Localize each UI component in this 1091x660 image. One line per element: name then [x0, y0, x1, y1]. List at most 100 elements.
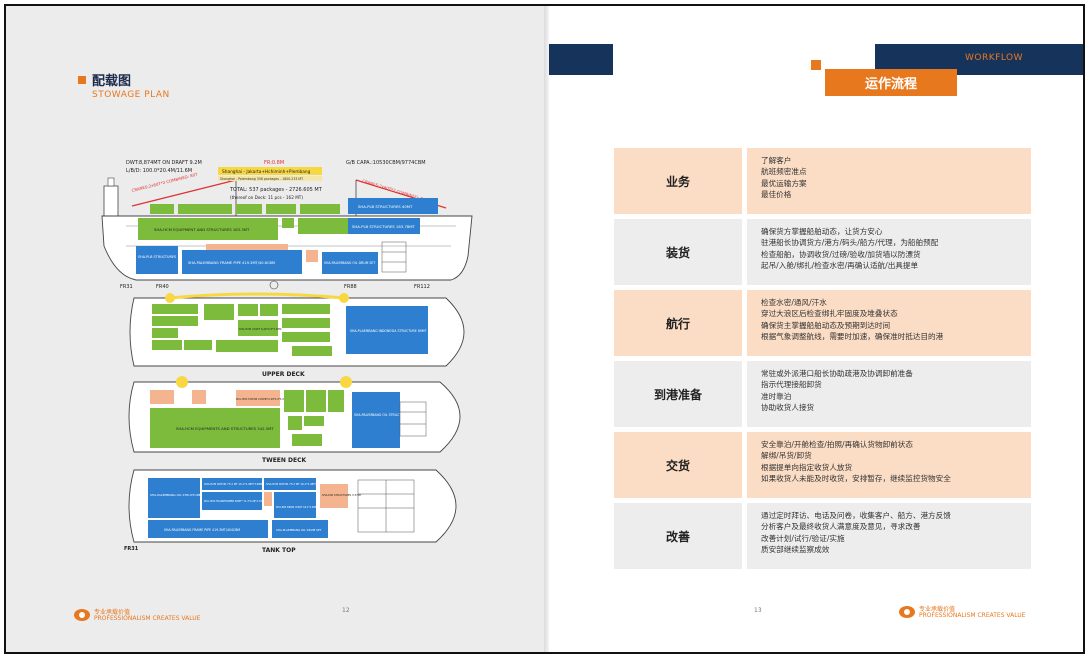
- pdg-hold-label: SHA-PLB STRUCTURES 183.78MT: [352, 224, 415, 229]
- tank-oil-drum-label: SHA-PLAEMBANG OIL DRUM SET: [276, 528, 322, 532]
- stage-name: 业务: [614, 148, 742, 214]
- footer-slogan-en: PROFESSIONALISM CREATES VALUE: [919, 612, 1026, 619]
- company-logo-icon: [74, 609, 90, 621]
- stage-description: 安全靠泊/开舱检查/拍照/再确认货物卸前状态 解绑/吊货/卸货 根据提单向指定收…: [747, 432, 1031, 498]
- stage-line: 根据气象调整航线，需要时加速，确保准时抵达目的港: [761, 332, 944, 342]
- frame-fr112: FR112: [414, 284, 430, 290]
- workflow-table: 业务 了解客户 航班频密准点 最优运输方案 最佳价格 装货 确保货方掌握船舶动态…: [614, 148, 1031, 574]
- crane-label-left: CRANES:2x60T*2 COMBINED: 80T: [131, 172, 199, 193]
- lbd-text: L/B/D: 100.0*20.4M/11.6M: [126, 168, 192, 174]
- ship-profile: CRANES:2x60T*2 COMBINED: 80T CRANES:2x60…: [101, 160, 473, 290]
- upper-deck-plan: SHA-HCM VOWT 6.46*4.8*3.28M SHA-PLAEMBAN…: [129, 292, 465, 378]
- tween-plb-label: SHA-PALEMBANG OIL STRUCTURES 183.5MT: [354, 413, 425, 417]
- stage-line: 检查水密/通风/汗水: [761, 298, 827, 307]
- tank-top-label: TANK TOP: [262, 547, 296, 554]
- header-bar-left: [549, 44, 613, 75]
- page-number-right: 13: [754, 607, 762, 614]
- stowage-title-en: STOWAGE PLAN: [92, 90, 170, 100]
- profile-equip-label: SHA-HCM EQUIPMENT AND STRUCTURES 183.3MT: [154, 227, 250, 232]
- stage-line: 确保货方掌握船舶动态，让货方安心: [761, 227, 883, 236]
- profile-oil-drum-label: SHA-PALEMBANG OIL DRUM SET: [324, 261, 375, 265]
- stage-line: 通过定时拜访、电话及问卷，收集客户、船方、港方反馈: [761, 511, 951, 520]
- stage-description: 确保货方掌握船舶动态，让货方安心 驻港船长协调货方/港方/码头/船方/代理，为船…: [747, 219, 1031, 285]
- tank-rotor2-label: SHA-HCM ROTOR 75.3 MT 16.1*2.485*3.98M: [266, 482, 324, 486]
- footer-slogan-en: PROFESSIONALISM CREATES VALUE: [94, 615, 201, 622]
- stage-line: 质安部继续监察成效: [761, 545, 830, 555]
- stage-line: 穿过大浪区后检查绑扎牢固度及堆叠状态: [761, 309, 898, 319]
- tank-top-plan: SHA-PALEMBANG OIL STRUCTURES 474.5MT SHA…: [124, 469, 457, 554]
- workflow-row: 交货 安全靠泊/开舱检查/拍照/再确认货物卸前状态 解绑/吊货/卸货 根据提单向…: [614, 432, 1031, 498]
- stage-line: 起吊/入舱/绑扎/检查水密/再确认适航/出具提单: [761, 261, 919, 271]
- workflow-row: 业务 了解客户 航班频密准点 最优运输方案 最佳价格: [614, 148, 1031, 214]
- stage-name: 到港准备: [614, 361, 742, 427]
- capa-text: G/B CAPA.:10530CBM/9774CBM: [346, 160, 426, 166]
- tank-right-struct-label: SHA-PLB STRUCTURES 3.37MT: [322, 493, 362, 497]
- tank-transformer-label: SHA-HCM TRANSFORMER 60MT* 11.3*4.28*4.79…: [204, 500, 264, 503]
- workflow-label: WORKFLOW: [965, 53, 1023, 63]
- page-number-left: 12: [342, 607, 350, 614]
- tank-fr31: FR31: [124, 546, 139, 552]
- route-sub-text: Shanghai - Palembang 356 packages - 1800…: [220, 177, 303, 181]
- stage-line: 航班频密准点: [761, 167, 807, 177]
- tween-equip-label: SHA-HCM EQUIPMENTS AND STRUCTURES 342.5M…: [176, 426, 274, 431]
- footer-slogan-cn: 专业承载价值: [919, 606, 956, 613]
- frame-fr31: FR31: [120, 284, 133, 290]
- stage-description: 了解客户 航班频密准点 最优运输方案 最佳价格: [747, 148, 1031, 214]
- tween-deck-plan: SHA-HCM EQUIPMENTS AND STRUCTURES 342.5M…: [128, 376, 461, 464]
- tank-drum-vowt-label: SHA-PLB DRUM VOWT 16.1*2.485*3.98M: [276, 506, 325, 509]
- workflow-row: 改善 通过定时拜访、电话及问卷，收集客户、船方、港方反馈 分析客户及最终收货人满…: [614, 503, 1031, 569]
- upper-small-label: SHA-HCM VOWT 6.46*4.8*3.28M: [239, 327, 281, 331]
- stage-name: 交货: [614, 432, 742, 498]
- workflow-row: 装货 确保货方掌握船舶动态，让货方安心 驻港船长协调货方/港方/码头/船方/代理…: [614, 219, 1031, 285]
- tween-deck-label: TWEEN DECK: [262, 457, 307, 464]
- frame-fr88: FR88: [344, 284, 357, 290]
- workflow-row: 航行 检查水密/通风/汗水 穿过大浪区后检查绑扎牢固度及堆叠状态 确保货主掌握船…: [614, 290, 1031, 356]
- stage-name: 航行: [614, 290, 742, 356]
- tween-stator-label: SHA-HCM STATOR COVERT 6.48*4.8*5.98M: [236, 398, 287, 401]
- frame-fr40: FR40: [156, 284, 169, 290]
- stage-description: 检查水密/通风/汗水 穿过大浪区后检查绑扎牢固度及堆叠状态 确保货主掌握船舶动态…: [747, 290, 1031, 356]
- stage-line: 协助收货人接货: [761, 403, 815, 413]
- stage-line: 分析客户及最终收货人满意度及意见，寻求改善: [761, 522, 921, 532]
- stage-line: 确保货主掌握船舶动态及预期到达时间: [761, 320, 891, 330]
- stage-description: 通过定时拜访、电话及问卷，收集客户、船方、港方反馈 分析客户及最终收货人满意度及…: [747, 503, 1031, 569]
- thereof-text: (thereof on Deck: 11 pcs - 162 MT): [230, 195, 303, 200]
- stage-description: 常驻或外派港口船长协助疏港及协调卸前准备 指示代理接船卸货 准时靠泊 协助收货人…: [747, 361, 1031, 427]
- route-text: Shanghai - Jakarta+Hchiminh+Plembang: [222, 169, 311, 175]
- fr-text: FR:0.8M: [264, 160, 284, 166]
- stage-name: 改善: [614, 503, 742, 569]
- document-frame: 配载图 STOWAGE PLAN CRANES:2x60T*2 COMBINED…: [4, 4, 1085, 654]
- profile-frame-pipe-label: SHA-PALEMBANG FRAME PIPE 419.3MT/40.6CBM: [188, 261, 275, 265]
- stage-line: 最优运输方案: [761, 178, 807, 188]
- left-page: 配载图 STOWAGE PLAN CRANES:2x60T*2 COMBINED…: [6, 6, 549, 652]
- workflow-title: 运作流程: [825, 69, 957, 96]
- workflow-row: 到港准备 常驻或外派港口船长协助疏港及协调卸前准备 指示代理接船卸货 准时靠泊 …: [614, 361, 1031, 427]
- footer-slogan-cn: 专业承载价值: [94, 609, 131, 616]
- stage-line: 常驻或外派港口船长协助疏港及协调卸前准备: [761, 369, 913, 378]
- stage-line: 指示代理接船卸货: [761, 380, 822, 390]
- stage-line: 最佳价格: [761, 190, 792, 200]
- stage-line: 根据提单向指定收货人放货: [761, 462, 853, 472]
- tank-frame-pipe-label: SHA-PALEMBANG FRAME PIPE 419.3MT/404CBM: [164, 528, 240, 532]
- stage-line: 检查船舶，协调收货/过磅/验收/加货墙以防漂货: [761, 249, 921, 259]
- company-logo-icon: [899, 606, 915, 618]
- stage-line: 安全靠泊/开舱检查/拍照/再确认货物卸前状态: [761, 440, 913, 449]
- stage-line: 解绑/吊货/卸货: [761, 451, 812, 461]
- stage-line: 驻港船长协调货方/港方/码头/船方/代理，为船舶预配: [761, 238, 939, 248]
- right-page: WORKFLOW 运作流程 业务 了解客户 航班频密准点 最优运输方案 最佳价格…: [549, 6, 1083, 652]
- stowage-title-cn: 配载图: [92, 74, 132, 89]
- dwt-text: DWT:8,874MT ON DRAFT 9.2M: [126, 160, 202, 166]
- stage-line: 改善计划/试行/验证/实施: [761, 533, 845, 543]
- stowage-plan-drawing: CRANES:2x60T*2 COMBINED: 80T CRANES:2x60…: [101, 160, 473, 554]
- stage-line: 如果收货人未能及时收货，安排暂存，继续监控货物安全: [761, 474, 951, 484]
- upper-plb-label: SHA-PLAEMBANG INDONESIA STRUCTURE 69MT: [350, 329, 427, 333]
- header-accent-square: [811, 60, 821, 70]
- pdg-top-label: SHA-PLB STRUCTURES 40MT: [358, 204, 413, 209]
- stage-name: 装货: [614, 219, 742, 285]
- tank-rotor1-label: SHA-HCM ROTOR 75.3 MT 16.1*2.485*3.98M: [204, 482, 262, 486]
- title-bullet: [78, 76, 86, 84]
- stage-line: 准时靠泊: [761, 391, 792, 401]
- upper-deck-label: UPPER DECK: [262, 371, 305, 378]
- stage-line: 了解客户: [761, 156, 792, 165]
- profile-plb-left-label: SHA-PLB STRUCTURES: [138, 255, 176, 259]
